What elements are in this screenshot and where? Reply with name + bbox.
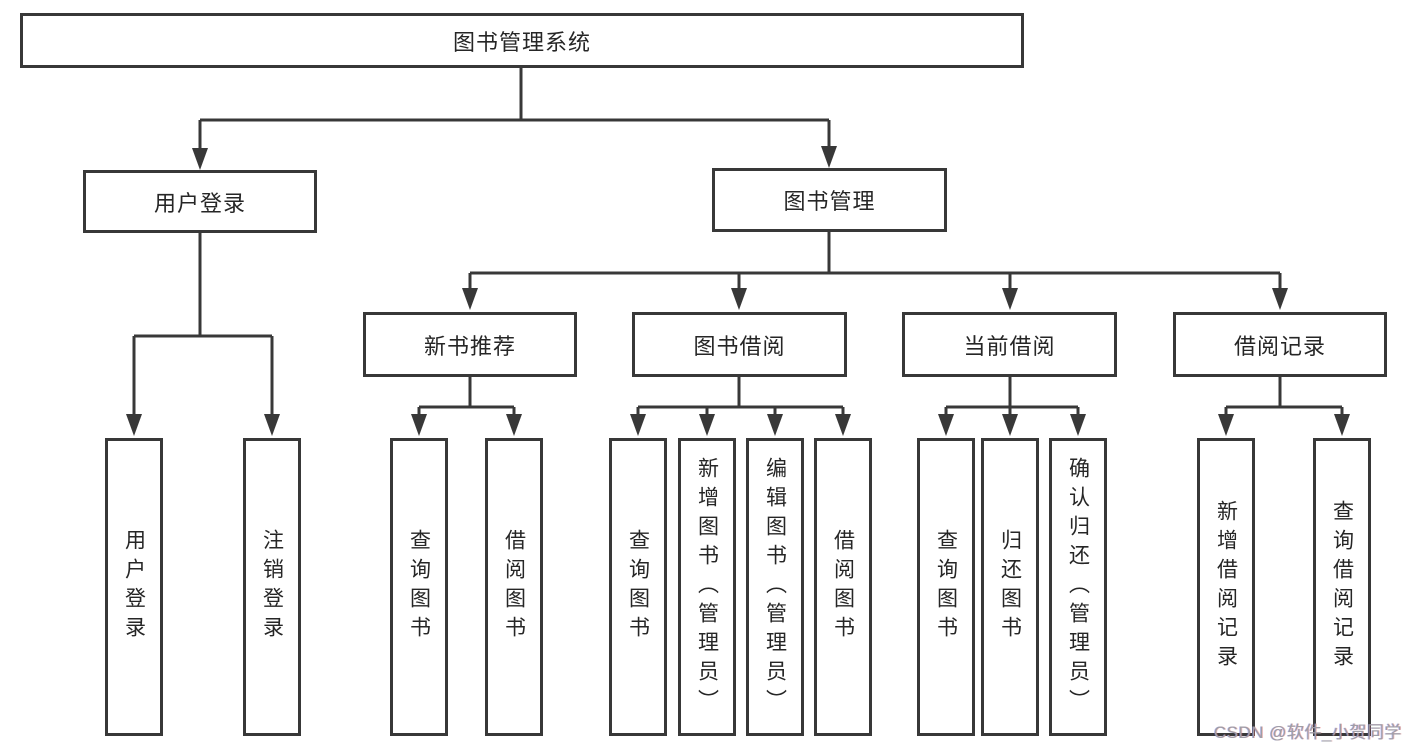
connector-book-management-children	[462, 232, 1288, 310]
node-root-system: 图书管理系统	[20, 13, 1024, 68]
leaf-confirm-return-admin: 确认归还（管理员）	[1049, 438, 1107, 736]
leaf-logout: 注销登录	[243, 438, 301, 736]
arrow-down-icon	[767, 414, 783, 436]
node-book-management: 图书管理	[712, 168, 947, 232]
arrow-down-icon	[411, 414, 427, 436]
arrow-down-icon	[1070, 414, 1086, 436]
node-user-login: 用户登录	[83, 170, 317, 233]
connector-user-login-children	[126, 233, 280, 436]
connector-borrowing-records-children	[1218, 377, 1350, 436]
connector-new-book-recommend-children	[411, 377, 522, 436]
arrow-down-icon	[938, 414, 954, 436]
leaf-add-books-admin: 新增图书（管理员）	[678, 438, 736, 736]
node-book-borrowing: 图书借阅	[632, 312, 847, 377]
leaf-return-books: 归还图书	[981, 438, 1039, 736]
leaf-query-borrow-record: 查询借阅记录	[1313, 438, 1371, 736]
arrow-down-icon	[126, 414, 142, 436]
leaf-query-books-recommend: 查询图书	[390, 438, 448, 736]
connector-book-borrowing-children	[630, 377, 851, 436]
connector-root-to-level2	[192, 68, 837, 170]
connector-current-borrowing-children	[938, 377, 1086, 436]
arrow-down-icon	[1272, 288, 1288, 310]
arrow-down-icon	[506, 414, 522, 436]
arrow-down-icon	[462, 288, 478, 310]
leaf-user-login: 用户登录	[105, 438, 163, 736]
arrow-down-icon	[630, 414, 646, 436]
arrow-down-icon	[1218, 414, 1234, 436]
leaf-query-books-current: 查询图书	[917, 438, 975, 736]
node-current-borrowing: 当前借阅	[902, 312, 1117, 377]
watermark: CSDN @软件_小贺同学	[1213, 723, 1402, 742]
arrow-down-icon	[699, 414, 715, 436]
leaf-add-borrow-record: 新增借阅记录	[1197, 438, 1255, 736]
arrow-down-icon	[1334, 414, 1350, 436]
node-borrowing-records: 借阅记录	[1173, 312, 1387, 377]
arrow-down-icon	[731, 288, 747, 310]
leaf-query-books-borrowing: 查询图书	[609, 438, 667, 736]
arrow-down-icon	[1002, 414, 1018, 436]
leaf-edit-books-admin: 编辑图书（管理员）	[746, 438, 804, 736]
arrow-down-icon	[835, 414, 851, 436]
arrow-down-icon	[264, 414, 280, 436]
arrow-down-icon	[821, 146, 837, 168]
arrow-down-icon	[1002, 288, 1018, 310]
arrow-down-icon	[192, 148, 208, 170]
leaf-borrow-books-recommend: 借阅图书	[485, 438, 543, 736]
leaf-borrow-books: 借阅图书	[814, 438, 872, 736]
node-new-book-recommend: 新书推荐	[363, 312, 577, 377]
